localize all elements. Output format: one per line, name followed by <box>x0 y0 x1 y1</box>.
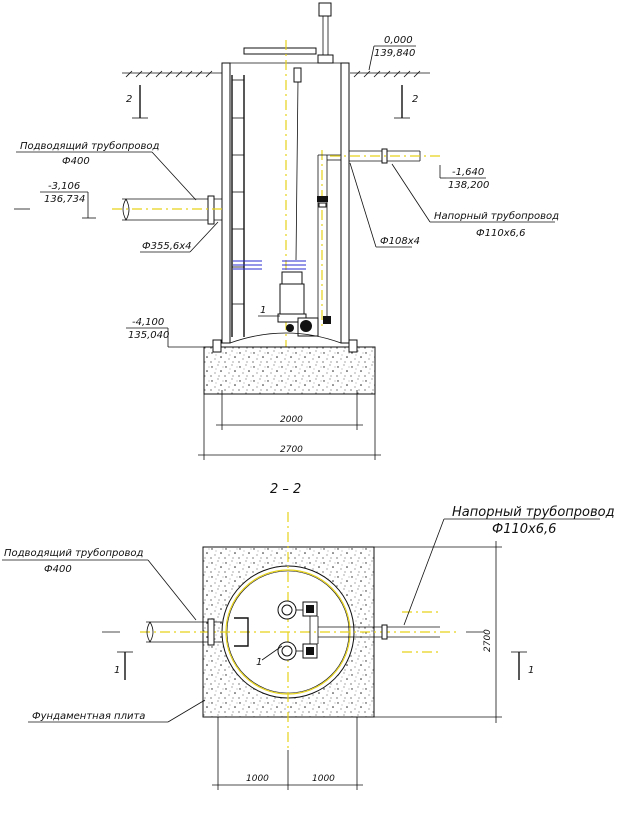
plan-riser <box>309 616 319 644</box>
inlet-pipe <box>14 195 222 225</box>
cut-mark-left: 2 <box>126 85 148 119</box>
svg-text:0,000: 0,000 <box>384 35 413 46</box>
svg-text:-4,100: -4,100 <box>132 317 164 328</box>
svg-text:139,840: 139,840 <box>374 48 415 59</box>
svg-text:1000: 1000 <box>312 774 335 784</box>
svg-text:Ф110х6,6: Ф110х6,6 <box>476 228 526 239</box>
svg-text:2: 2 <box>126 94 132 105</box>
dim-inner: 2000 <box>216 390 363 430</box>
svg-text:Ф355,6х4: Ф355,6х4 <box>142 241 192 252</box>
inlet-pipe-callout: Подводящий трубопровод Ф400 <box>16 140 197 201</box>
svg-text:Ф400: Ф400 <box>44 564 72 575</box>
pump <box>277 271 319 337</box>
ladder <box>231 75 245 337</box>
svg-text:2700: 2700 <box>483 629 493 652</box>
svg-text:136,734: 136,734 <box>44 194 85 205</box>
plan-pump-1 <box>277 600 318 620</box>
svg-text:135,040: 135,040 <box>128 330 169 341</box>
svg-text:2000: 2000 <box>280 415 303 425</box>
plan-outlet-pipe <box>318 611 440 653</box>
svg-text:Напорный трубопровод: Напорный трубопровод <box>434 210 559 222</box>
cut-mark-right: 2 <box>394 85 418 119</box>
ground-line-left <box>122 70 222 78</box>
svg-text:-1,640: -1,640 <box>452 167 484 178</box>
plan-pump-2 <box>277 641 318 661</box>
foundation-slab <box>203 346 376 395</box>
ground-line-right <box>350 70 430 78</box>
outlet-pipe-callout: Напорный трубопровод Ф110х6,6 <box>391 163 559 239</box>
svg-text:Ф400: Ф400 <box>62 156 90 167</box>
pump-marker: 1 <box>260 305 266 316</box>
vent-pipe <box>317 2 334 64</box>
elevation-bottom: -4,100 135,040 <box>126 317 204 348</box>
plan-dim-bottom: 1000 1000 <box>212 717 363 790</box>
sleeve-inlet-callout: Ф355,6х4 <box>140 221 219 253</box>
svg-text:Подводящий трубопровод: Подводящий трубопровод <box>4 547 143 559</box>
plan-view: 2 – 2 <box>2 482 615 790</box>
elevation-inlet: -3,106 136,734 <box>40 181 96 219</box>
elevation-top: 0,000 139,840 <box>368 35 416 71</box>
manhole-lid <box>243 47 317 55</box>
sleeve-outlet-callout: Ф108х4 <box>349 162 420 248</box>
plan-inlet-callout: Подводящий трубопровод Ф400 <box>2 547 197 621</box>
svg-text:Ф110х6,6: Ф110х6,6 <box>492 522 556 537</box>
svg-text:Ф108х4: Ф108х4 <box>380 236 420 247</box>
outlet-pipe <box>330 148 440 164</box>
elevation-outlet: -1,640 138,200 <box>439 165 489 191</box>
plan-slab-callout: Фундаментная плита <box>28 699 206 723</box>
dim-outer: 2700 <box>198 394 381 460</box>
svg-text:1: 1 <box>528 665 534 676</box>
svg-text:1000: 1000 <box>246 774 269 784</box>
section-view: 1 <box>14 2 559 460</box>
discharge-riser <box>317 154 341 324</box>
plan-cut-right: 1 <box>511 651 534 680</box>
svg-text:1: 1 <box>114 665 120 676</box>
well-wall-left <box>221 62 231 344</box>
water-level-marks <box>233 260 306 270</box>
svg-text:Подводящий трубопровод: Подводящий трубопровод <box>20 140 159 152</box>
plan-cut-left: 1 <box>114 651 133 680</box>
plan-inlet-pipe <box>146 617 249 647</box>
well-wall-right <box>340 62 350 344</box>
plan-pump-marker: 1 <box>256 657 262 668</box>
plan-dim-right: 2700 <box>374 541 502 723</box>
svg-text:-3,106: -3,106 <box>48 181 80 192</box>
svg-text:138,200: 138,200 <box>448 180 489 191</box>
plan-title: 2 – 2 <box>270 482 301 497</box>
svg-text:Фундаментная плита: Фундаментная плита <box>32 711 145 722</box>
svg-text:2700: 2700 <box>280 445 303 455</box>
plan-outlet-callout: Напорный трубопровод Ф110х6,6 <box>403 505 615 626</box>
svg-text:2: 2 <box>412 94 418 105</box>
svg-text:Напорный трубопровод: Напорный трубопровод <box>452 505 615 520</box>
